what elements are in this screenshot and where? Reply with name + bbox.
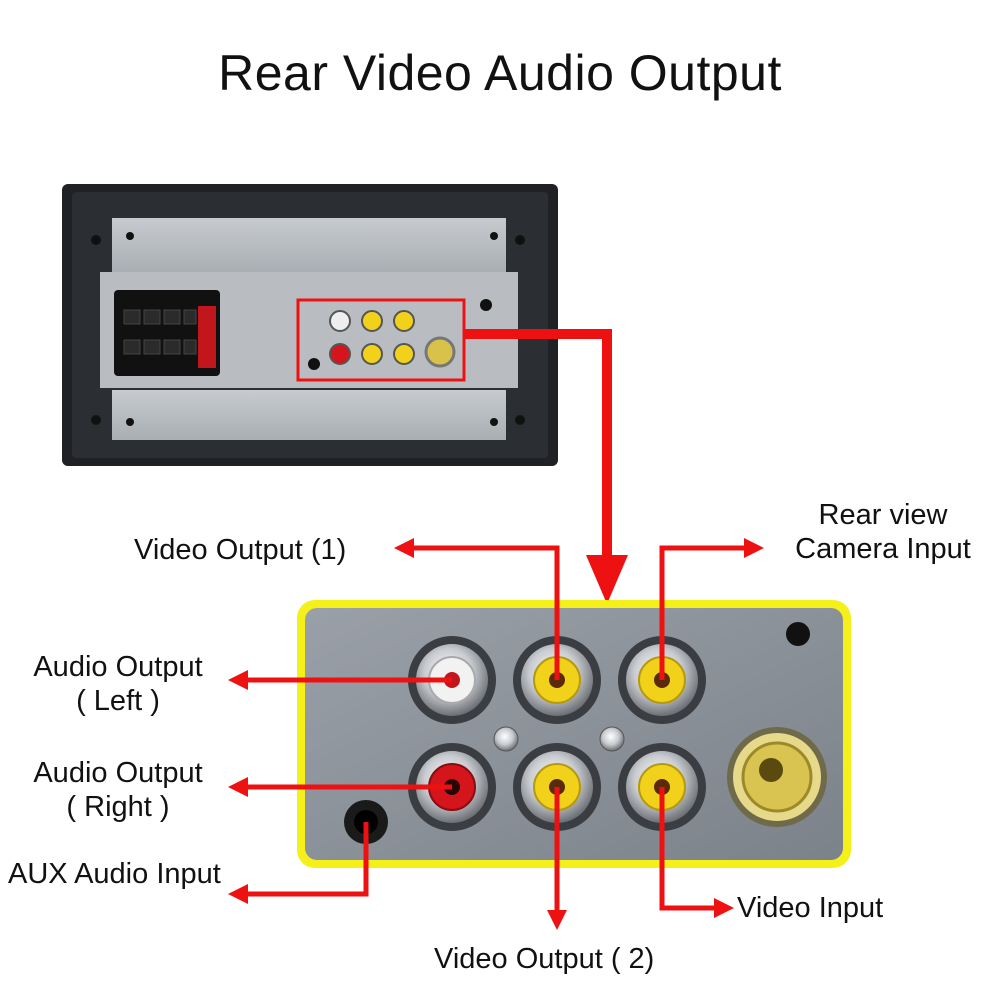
label-line: Camera Input — [795, 533, 971, 565]
label-video-output-2: Video Output ( 2) — [434, 943, 655, 975]
label-line: ( Left ) — [76, 685, 160, 717]
arrow-right-icon — [744, 538, 764, 558]
zoomed-panel — [297, 600, 851, 868]
screw-icon — [599, 726, 625, 752]
arrow-left-icon — [228, 884, 248, 904]
highlight-box — [296, 298, 466, 382]
label-video-output-1: Video Output (1) — [134, 534, 347, 566]
label-line: Rear view — [818, 499, 948, 531]
arrow-left-icon — [228, 777, 248, 797]
label-rear-camera-input: Rear view Camera Input — [778, 498, 988, 566]
label-video-input: Video Input — [737, 892, 884, 924]
label-aux-audio-input: AUX Audio Input — [8, 858, 221, 890]
callout-lines — [244, 545, 745, 912]
label-line: Audio Output — [33, 757, 203, 789]
arrow-left-icon — [228, 670, 248, 690]
large-yellow-connector — [727, 727, 827, 827]
zoom-arrow — [464, 329, 628, 604]
label-audio-output-left: Audio Output ( Left ) — [12, 650, 224, 718]
callout-arrowheads — [228, 538, 764, 930]
label-audio-output-right: Audio Output ( Right ) — [12, 756, 224, 824]
arrow-down-icon — [547, 910, 567, 930]
arrow-right-icon — [714, 898, 734, 918]
label-line: ( Right ) — [66, 791, 170, 823]
page-title: Rear Video Audio Output — [218, 45, 782, 101]
screw-icon — [493, 726, 519, 752]
head-unit-rear-photo — [62, 184, 558, 466]
hole-icon — [786, 622, 810, 646]
label-line: Audio Output — [33, 651, 203, 683]
arrow-left-icon — [394, 538, 414, 558]
